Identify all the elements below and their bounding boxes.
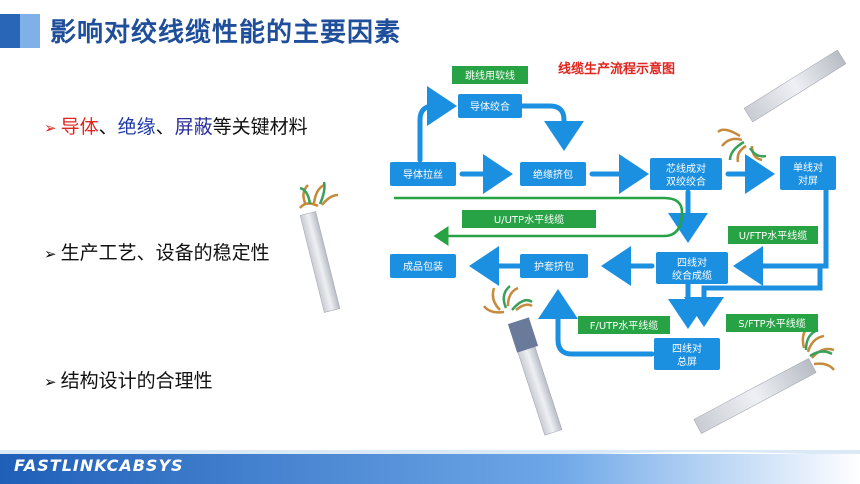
bullet-process: ➢生产工艺、设备的稳定性 — [44, 238, 270, 265]
label-jumper-soft-text: 跳线用软线 — [465, 69, 515, 82]
svg-text:总屏: 总屏 — [677, 355, 697, 368]
node-insulation-extrude: 绝缘挤包 — [520, 162, 586, 186]
cable-image-bottom-right — [693, 324, 835, 434]
bullet-part: 等关键材料 — [212, 116, 308, 138]
node-single-pair-shield: 单线对 对屏 — [780, 156, 836, 190]
cable-image-center — [483, 285, 563, 436]
node-conductor-draw: 导体拉丝 — [390, 162, 456, 186]
svg-text:对屏: 对屏 — [798, 174, 818, 187]
bullet-part: 绝缘 — [117, 116, 156, 138]
arrow-overall-to-jacket — [538, 289, 655, 357]
svg-text:导体拉丝: 导体拉丝 — [403, 168, 443, 181]
diagram-title: 线缆生产流程示意图 — [558, 62, 676, 77]
label-futp-text: F/UTP水平线缆 — [590, 319, 659, 332]
svg-text:四线对: 四线对 — [672, 342, 702, 355]
cable-image-top-right — [717, 49, 847, 163]
bullet-part: 、 — [98, 116, 118, 138]
label-futp: F/UTP水平线缆 — [578, 316, 670, 334]
bullet-part: 屏蔽 — [174, 116, 213, 138]
node-four-pair-cable: 四线对 绞合成缆 — [656, 252, 728, 284]
footer-band — [0, 454, 860, 484]
bullet-part: 导体 — [60, 116, 99, 138]
svg-text:护套挤包: 护套挤包 — [534, 260, 574, 273]
node-four-pair-overall-shield: 四线对 总屏 — [654, 338, 720, 370]
bullet-part: 结构设计的合理性 — [60, 370, 213, 392]
svg-text:导体绞合: 导体绞合 — [470, 100, 510, 113]
arrow-draw-to-twist — [417, 86, 457, 163]
node-finished-pack: 成品包装 — [390, 254, 456, 278]
svg-text:双绞绞合: 双绞绞合 — [666, 175, 706, 188]
bullet-part: 生产工艺、设备的稳定性 — [60, 242, 270, 264]
bullet-structure: ➢结构设计的合理性 — [44, 366, 213, 393]
bullet-part: 、 — [155, 116, 175, 138]
svg-text:单线对: 单线对 — [793, 161, 823, 174]
node-conductor-twist: 导体绞合 — [458, 94, 522, 118]
arrow-twist-to-insulation — [517, 103, 584, 151]
label-uftp: U/FTP水平线缆 — [728, 226, 818, 244]
title-bar: 影响对绞线缆性能的主要因素 — [0, 0, 860, 60]
page-title: 影响对绞线缆性能的主要因素 — [50, 18, 402, 48]
svg-text:成品包装: 成品包装 — [403, 260, 443, 273]
svg-text:芯线成对: 芯线成对 — [666, 162, 706, 175]
footer: FASTLINKCABSYS — [0, 448, 860, 484]
bullet-arrow-icon: ➢ — [44, 373, 57, 391]
node-jacket-extrude: 护套挤包 — [520, 254, 588, 278]
bullet-arrow-icon: ➢ — [44, 245, 57, 263]
bullet-arrow-icon: ➢ — [44, 119, 57, 137]
node-core-pair-twist: 芯线成对 双绞绞合 — [650, 158, 722, 190]
bullet-materials: ➢导体、绝缘、屏蔽等关键材料 — [44, 112, 308, 139]
title-accent-dark — [0, 14, 20, 48]
cable-image-left — [299, 181, 341, 313]
footer-brand: FASTLINKCABSYS — [14, 456, 184, 475]
label-sftp: S/FTP水平线缆 — [726, 314, 818, 332]
label-sftp-text: S/FTP水平线缆 — [738, 317, 805, 330]
svg-text:绝缘挤包: 绝缘挤包 — [533, 168, 573, 181]
label-uutp: U/UTP水平线缆 — [462, 210, 596, 228]
uutp-route-line — [394, 196, 684, 246]
flow-arrows — [417, 86, 829, 357]
label-uftp-text: U/FTP水平线缆 — [739, 229, 807, 242]
svg-text:四线对: 四线对 — [677, 256, 707, 269]
label-uutp-text: U/UTP水平线缆 — [494, 213, 564, 226]
arrow-shield-to-four — [733, 187, 829, 286]
label-jumper-soft: 跳线用软线 — [452, 66, 528, 84]
svg-text:绞合成缆: 绞合成缆 — [672, 269, 712, 282]
title-accent-light — [20, 14, 40, 48]
